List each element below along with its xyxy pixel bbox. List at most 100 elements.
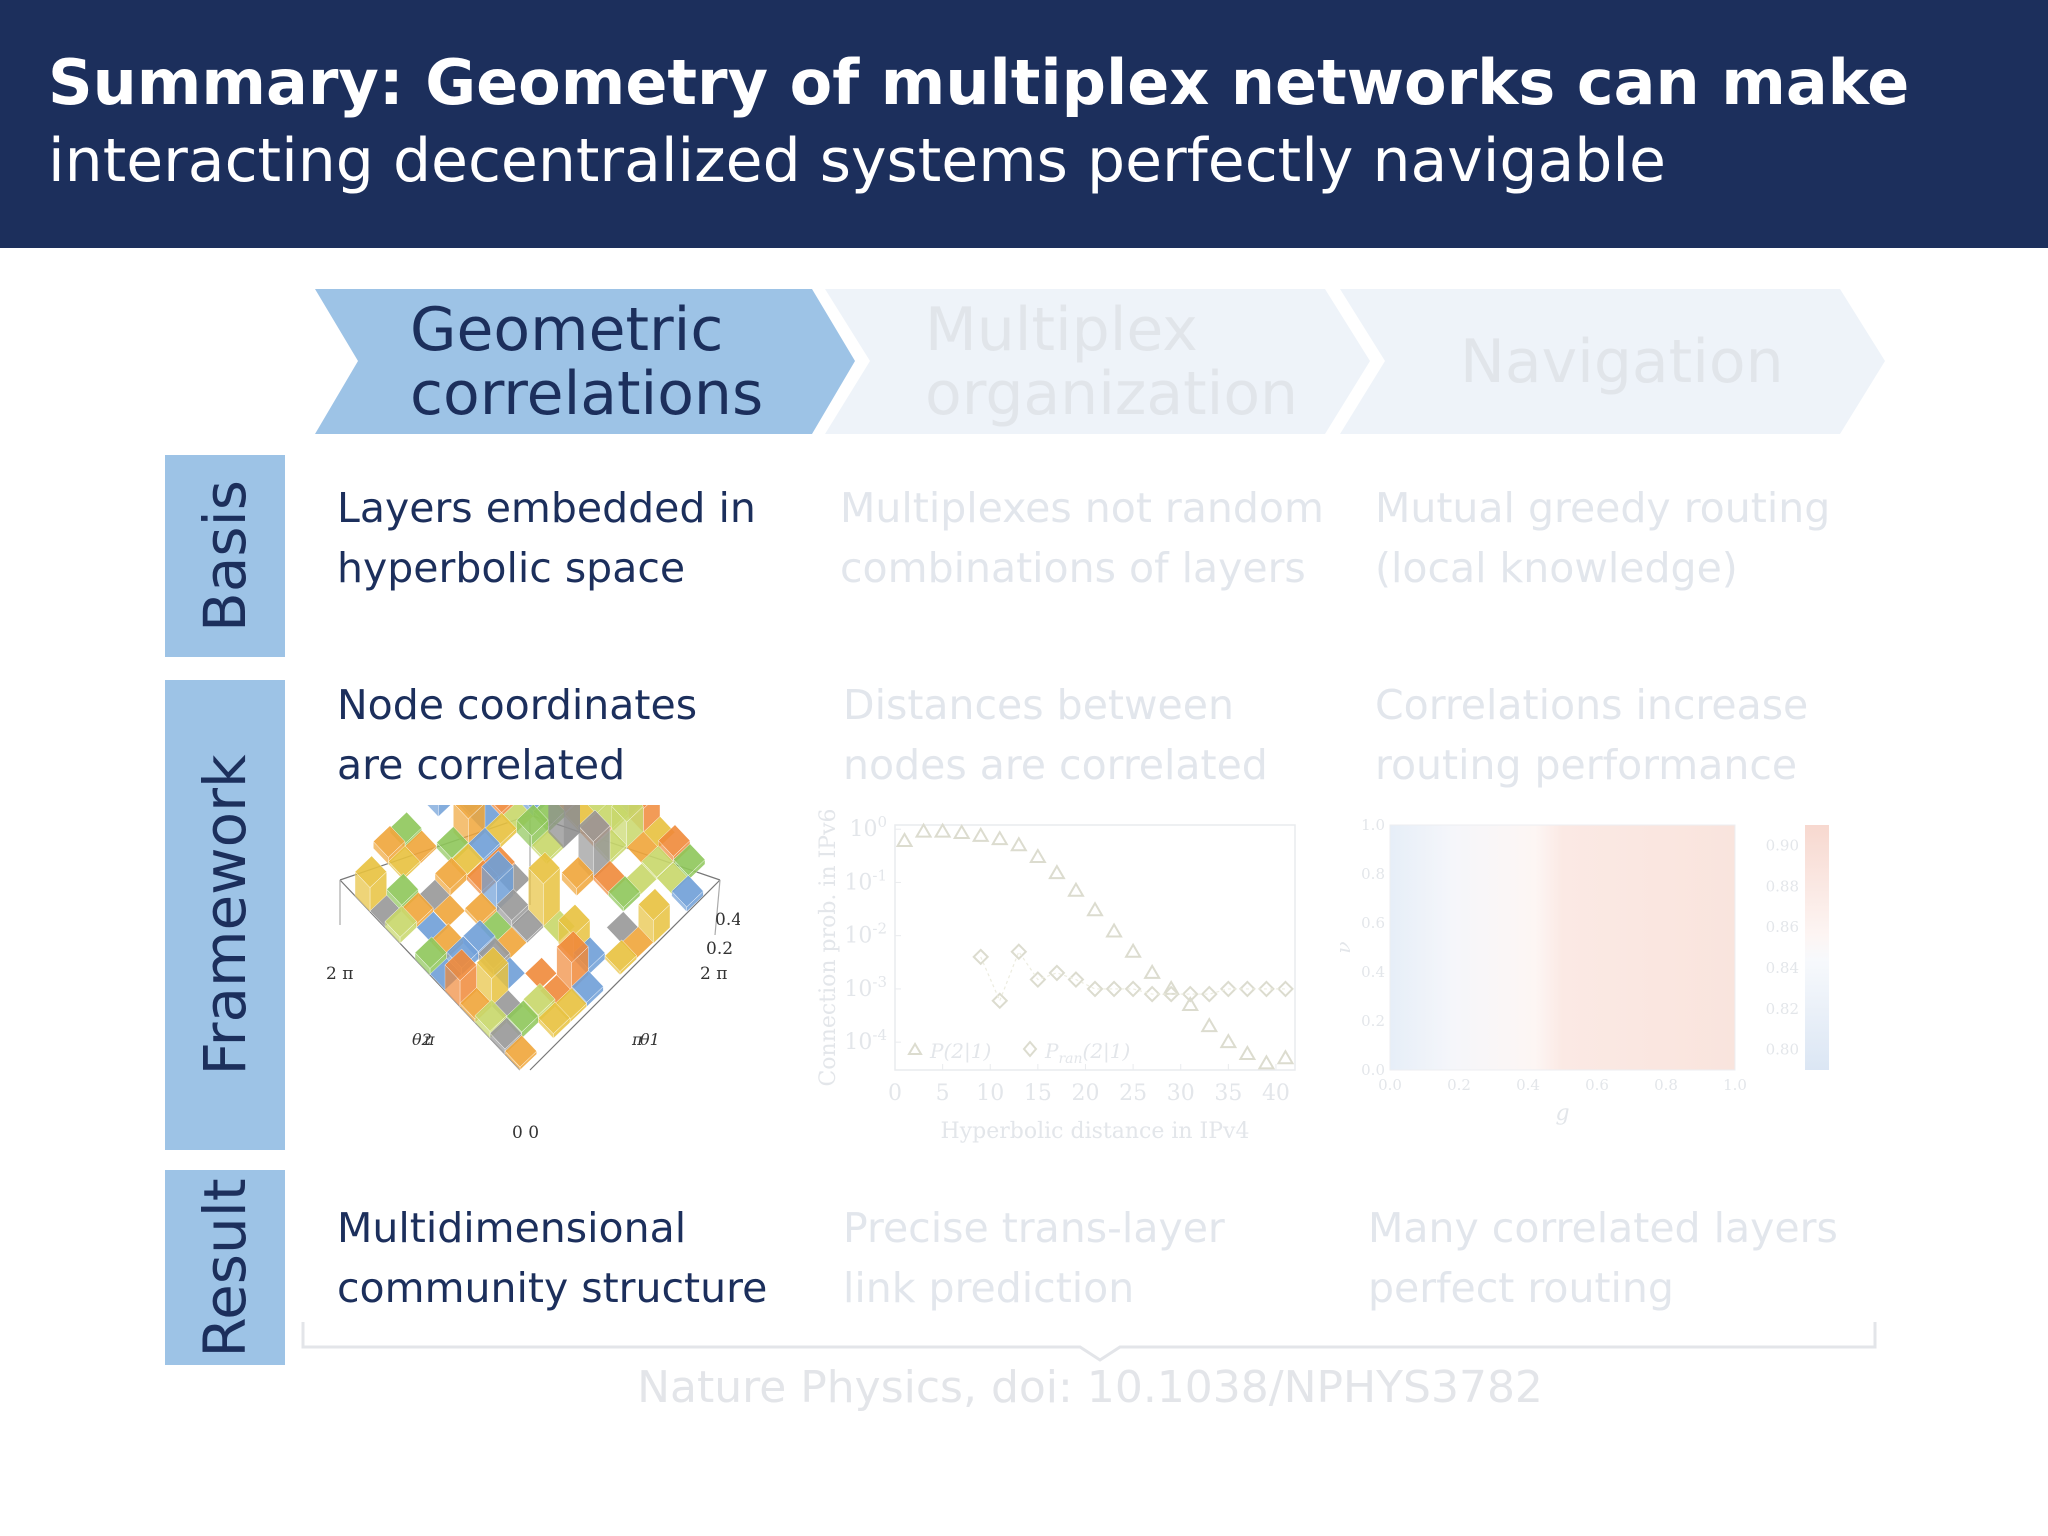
left-tick-2pi: 2 π <box>326 964 353 984</box>
series-p21-point <box>1257 1054 1276 1070</box>
series-p21-point <box>914 822 933 838</box>
series-pran-point <box>1219 980 1237 998</box>
theta1-axis-label: θ1 <box>640 1030 660 1049</box>
series-pran-point <box>1277 980 1294 998</box>
histogram-bin <box>641 845 674 878</box>
column-label-navigation: Navigation <box>1460 326 1784 397</box>
legend-pran: Pran(2|1) <box>1044 1039 1130 1067</box>
z-tick-02: 0.2 <box>706 939 733 959</box>
colorbar-tick: 0.88 <box>1766 877 1799 895</box>
histogram-bin <box>462 919 496 952</box>
right-tick-2pi: 2 π <box>700 964 727 984</box>
histogram-bin <box>504 1034 538 1068</box>
row-label-result: Result <box>191 1177 259 1358</box>
row-tab-result: Result <box>165 1170 285 1365</box>
chart2-xlabel: g <box>1555 1101 1569 1126</box>
histogram-bin <box>522 983 556 1016</box>
heatmap-y-tick: 0.4 <box>1361 963 1385 981</box>
heatmap-y-tick: 0.6 <box>1361 914 1385 932</box>
histogram-bin <box>586 805 609 816</box>
y-tick-label: 100 <box>849 813 887 842</box>
histogram-bin <box>496 888 529 921</box>
legend-diamond-icon <box>1022 1040 1038 1058</box>
series-p21-point <box>1200 1017 1219 1033</box>
histogram-bin <box>657 824 691 857</box>
series-pran-point <box>1067 971 1085 988</box>
chart1-xlabel: Hyperbolic distance in IPv4 <box>941 1119 1250 1144</box>
histogram-bin-side <box>438 805 451 818</box>
histogram-bin <box>384 905 418 938</box>
y-tick-label: 10-1 <box>844 866 887 895</box>
x-tick-label: 25 <box>1119 1081 1147 1106</box>
histogram-bin <box>537 1001 571 1035</box>
histogram-bin <box>672 843 706 876</box>
histogram-bin <box>386 873 419 906</box>
series-pran-point <box>1029 971 1047 988</box>
series-pran-line <box>980 950 1286 1003</box>
series-p21-point <box>1029 848 1047 864</box>
series-pran-point <box>1200 985 1218 1003</box>
histogram-bin <box>464 892 498 925</box>
series-pran-point <box>1258 980 1275 998</box>
series-p21-point <box>1276 1049 1295 1065</box>
histogram-bin <box>607 875 641 908</box>
row-label-framework: Framework <box>191 754 259 1076</box>
x-tick-label: 5 <box>936 1081 950 1106</box>
summary-bracket <box>301 1322 1877 1362</box>
histogram-bin <box>671 874 704 908</box>
histogram-bin <box>414 936 448 969</box>
series-p21-point <box>1181 995 1199 1011</box>
series-p21-point <box>895 832 914 848</box>
series-pran-point <box>1143 985 1161 1003</box>
y-tick-label: 10-2 <box>844 920 887 949</box>
histogram-bin <box>506 999 539 1033</box>
x-tick-label: 40 <box>1262 1081 1290 1106</box>
series-p21-point <box>971 826 990 842</box>
heatmap-y-tick: 1.0 <box>1361 816 1385 834</box>
series-pran-point <box>1048 964 1066 982</box>
heatmap-y-tick: 0.2 <box>1361 1012 1385 1030</box>
series-pran-point <box>991 992 1009 1010</box>
series-p21-point <box>1143 963 1161 979</box>
chart1-frame <box>894 824 1296 1071</box>
histogram-bin <box>516 805 549 837</box>
histogram-3d-bins <box>354 805 706 1071</box>
heatmap-x-tick: 0.6 <box>1585 1076 1609 1094</box>
histogram-bin <box>561 856 594 889</box>
chart2-ylabel: ν <box>1331 941 1355 953</box>
histogram-bin <box>372 825 406 858</box>
chart1-ylabel: Connection prob. in IPv6 <box>816 810 841 1087</box>
pi-left-tick: π <box>423 1030 435 1049</box>
heatmap-x-tick: 0.8 <box>1654 1076 1678 1094</box>
histogram-bin <box>444 948 478 982</box>
title-line-1: Summary: Geometry of multiplex networks … <box>48 46 1910 119</box>
z-tick-04: 0.4 <box>715 910 740 930</box>
heatmap-y-tick: 0.0 <box>1361 1061 1385 1079</box>
heatmap-x-tick: 1.0 <box>1723 1076 1747 1094</box>
histogram-bin <box>611 805 644 823</box>
header-banner <box>0 0 2048 248</box>
histogram-bin <box>476 946 509 979</box>
x-tick-label: 20 <box>1071 1081 1099 1106</box>
heatmap-x-tick: 0.4 <box>1516 1076 1540 1094</box>
heatmap-plot-area <box>1389 824 1736 1071</box>
histogram-bin <box>436 826 469 859</box>
cell-basis-navigation: Mutual greedy routing(local knowledge) <box>1375 484 1831 592</box>
series-pran-point <box>972 948 990 966</box>
legend-p21: P(2|1) <box>929 1039 991 1064</box>
series-pran-point <box>1124 980 1142 998</box>
series-p21-point <box>1010 836 1028 852</box>
series-p21-point <box>933 822 952 838</box>
series-p21-point <box>1124 942 1142 958</box>
histogram-bin <box>434 857 468 890</box>
